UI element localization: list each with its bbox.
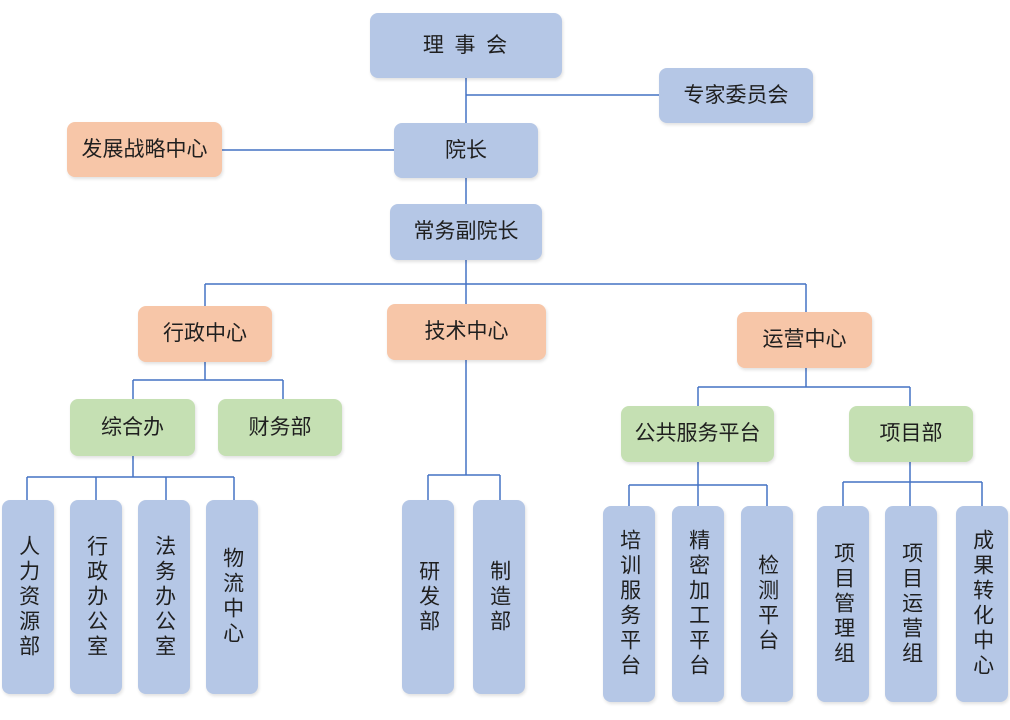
- project-management-group-node: 项目管理组: [817, 506, 869, 702]
- project-operations-group-node: 项目运营组: [885, 506, 937, 702]
- finance-dept-node: 财务部: [218, 399, 342, 456]
- expert-committee-node: 专家委员会: [659, 68, 813, 123]
- project-dept-node: 项目部: [849, 406, 973, 462]
- rnd-dept-node: 研发部: [402, 500, 454, 694]
- training-platform-node: 培训服务平台: [603, 506, 655, 702]
- board-node: 理 事 会: [370, 13, 562, 78]
- precision-machining-platform-node: 精密加工平台: [672, 506, 724, 702]
- manufacturing-dept-node: 制造部: [473, 500, 525, 694]
- exec-vp-node: 常务副院长: [390, 204, 542, 260]
- ops-center-node: 运营中心: [737, 312, 872, 368]
- admin-office-node: 行政办公室: [70, 500, 122, 694]
- tech-center-node: 技术中心: [387, 304, 546, 360]
- general-office-node: 综合办: [70, 399, 195, 456]
- public-platform-node: 公共服务平台: [621, 406, 774, 462]
- tech-transfer-center-node: 成果转化中心: [956, 506, 1008, 702]
- strategy-center-node: 发展战略中心: [67, 122, 222, 177]
- testing-platform-node: 检测平台: [741, 506, 793, 702]
- admin-center-node: 行政中心: [138, 306, 272, 362]
- hr-dept-node: 人力资源部: [2, 500, 54, 694]
- president-node: 院长: [394, 123, 538, 178]
- legal-office-node: 法务办公室: [138, 500, 190, 694]
- logistics-center-node: 物流中心: [206, 500, 258, 694]
